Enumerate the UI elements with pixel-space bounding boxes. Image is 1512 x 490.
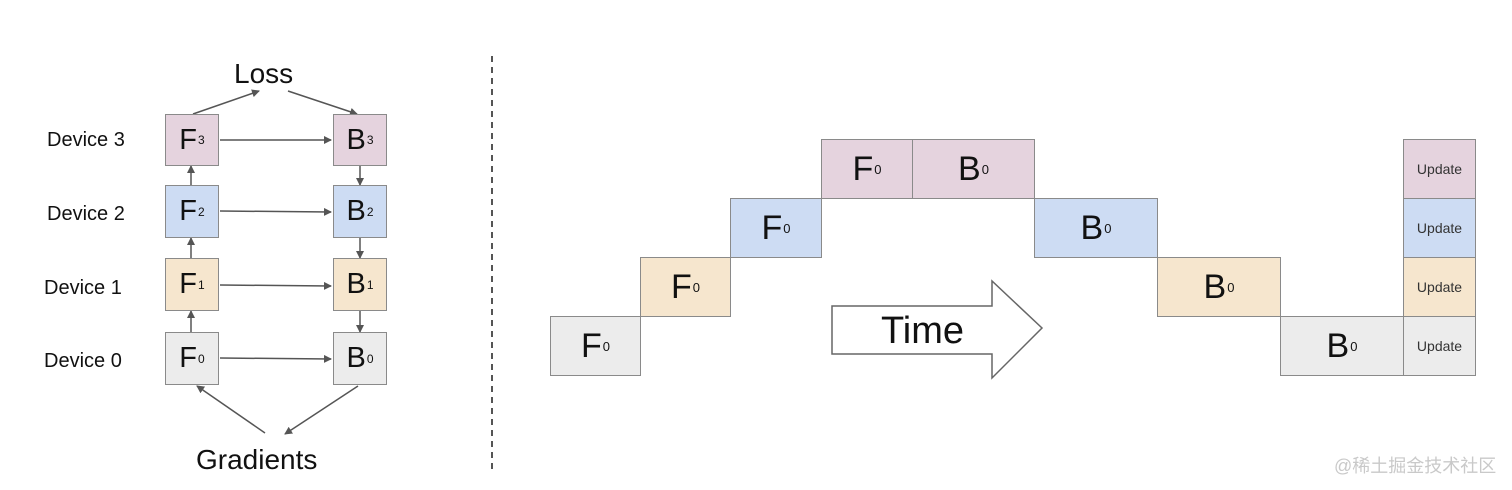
forward-symbol: F xyxy=(852,150,874,188)
forward-symbol: F xyxy=(179,342,198,374)
arrow-f1-b1 xyxy=(219,281,332,290)
subscript: 3 xyxy=(198,133,205,147)
backward-symbol: B xyxy=(1326,327,1350,365)
forward-symbol: F xyxy=(179,123,198,156)
arrow-b0-grad xyxy=(284,385,359,435)
arrow-grad-f0 xyxy=(196,385,266,434)
forward-symbol: F xyxy=(179,268,198,300)
forward-symbol: F xyxy=(670,268,692,306)
subscript: 1 xyxy=(366,277,374,292)
update-block-device-2: Update xyxy=(1403,198,1476,258)
backward-symbol: B xyxy=(346,123,366,156)
time-arrow xyxy=(831,279,1044,380)
subscript: 2 xyxy=(366,204,374,219)
subscript: 0 xyxy=(783,220,791,236)
gradients-label: Gradients xyxy=(196,444,318,475)
backward-symbol: B xyxy=(346,195,366,227)
update-block-device-0: Update xyxy=(1403,316,1476,376)
loss-label: Loss xyxy=(234,58,294,89)
arrow-loss-b3 xyxy=(287,90,358,116)
subscript: 0 xyxy=(1227,279,1235,295)
arrow-f0-b0 xyxy=(219,354,332,363)
backward-symbol: B xyxy=(346,342,366,374)
subscript: 0 xyxy=(692,279,700,295)
arrow-f2-b2 xyxy=(219,207,332,216)
subscript: 0 xyxy=(981,161,989,177)
time-label: Time xyxy=(881,310,965,352)
forward-symbol: F xyxy=(761,209,783,247)
update-block-device-3: Update xyxy=(1403,139,1476,199)
update-label: Update xyxy=(1416,338,1463,354)
device-label-1: Device 1 xyxy=(44,277,122,299)
subscript: 0 xyxy=(1350,338,1358,354)
forward-symbol: F xyxy=(179,195,198,227)
update-label: Update xyxy=(1416,279,1463,295)
update-block-device-1: Update xyxy=(1403,257,1476,317)
arrow-f3-loss xyxy=(192,89,260,115)
subscript: 0 xyxy=(1104,220,1112,236)
subscript: 0 xyxy=(874,161,882,177)
backward-symbol: B xyxy=(346,268,366,300)
device-label-2: Device 2 xyxy=(47,203,125,225)
watermark: @稀土掘金技术社区 xyxy=(1334,456,1497,476)
backward-symbol: B xyxy=(1203,268,1227,306)
device-label-3: Device 3 xyxy=(47,129,125,151)
update-label: Update xyxy=(1416,161,1463,177)
subscript: 0 xyxy=(366,351,374,366)
backward-symbol: B xyxy=(958,150,981,188)
subscript: 0 xyxy=(602,338,610,354)
forward-symbol: F xyxy=(580,327,602,365)
backward-symbol: B xyxy=(1080,209,1104,247)
subscript: 2 xyxy=(198,204,205,219)
subscript: 0 xyxy=(198,351,205,366)
device-label-0: Device 0 xyxy=(44,350,122,372)
subscript: 1 xyxy=(198,277,205,292)
update-label: Update xyxy=(1416,220,1463,236)
subscript: 3 xyxy=(366,133,374,147)
